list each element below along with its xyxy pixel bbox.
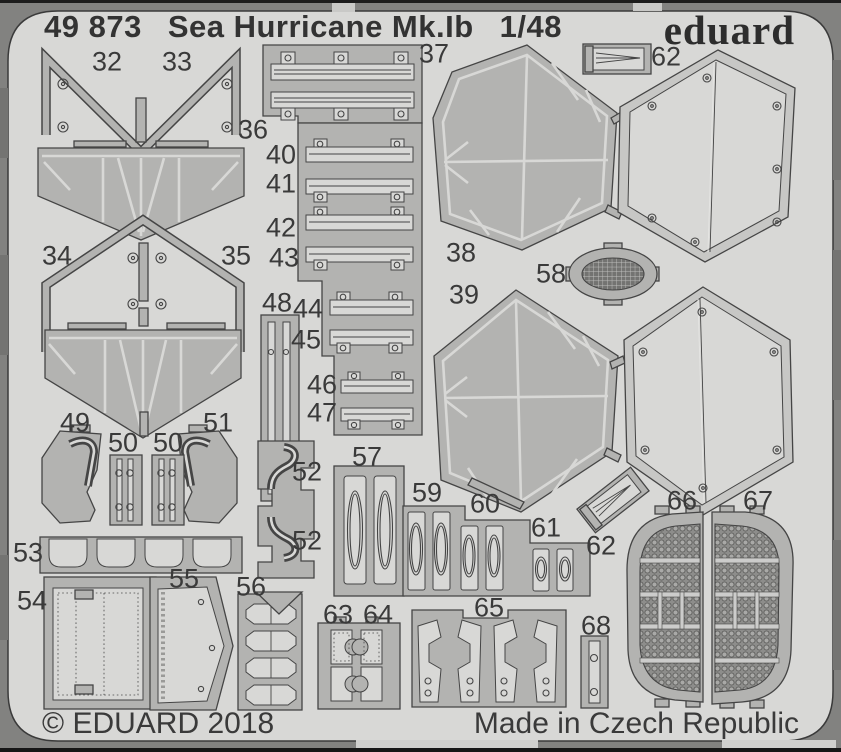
part-62-bottom-shape (576, 466, 650, 534)
eduard-logo: eduard (663, 7, 795, 53)
part-55-shape (149, 576, 234, 711)
part-34-35-shape (41, 214, 245, 439)
part-53-shape (39, 536, 243, 574)
part-62-top-shape (582, 43, 652, 75)
part-40-47-shape (297, 122, 423, 436)
product-title: Sea Hurricane Mk.Ib (167, 9, 474, 44)
part-68-shape (580, 635, 609, 709)
part-54-shape (43, 576, 157, 710)
scale-label: 1/48 (499, 9, 563, 44)
catalog-number: 49 873 (44, 9, 142, 44)
copyright-text: © EDUARD 2018 (42, 707, 275, 740)
part-66-shape (626, 505, 704, 708)
part-59-60-61-shape (402, 477, 591, 597)
sheet-header: 49 873 Sea Hurricane Mk.Ib 1/48 (44, 9, 562, 45)
part-50-shapes (109, 454, 185, 526)
part-49-shape (41, 424, 102, 524)
part-39-shape (433, 286, 794, 516)
origin-text: Made in Czech Republic (473, 707, 799, 740)
part-32-33-shape (37, 46, 245, 241)
part-56-shape (237, 593, 303, 711)
part-67-shape (711, 505, 794, 709)
part-52-shapes (257, 440, 315, 579)
part-57-shape (333, 465, 405, 597)
part-38-shape (432, 44, 796, 263)
part-51-shape (177, 424, 238, 524)
part-36-37-shape (262, 44, 423, 124)
part-65-shape (411, 609, 567, 708)
part-58-shape (565, 242, 660, 306)
part-63-64-shape (254, 591, 401, 710)
